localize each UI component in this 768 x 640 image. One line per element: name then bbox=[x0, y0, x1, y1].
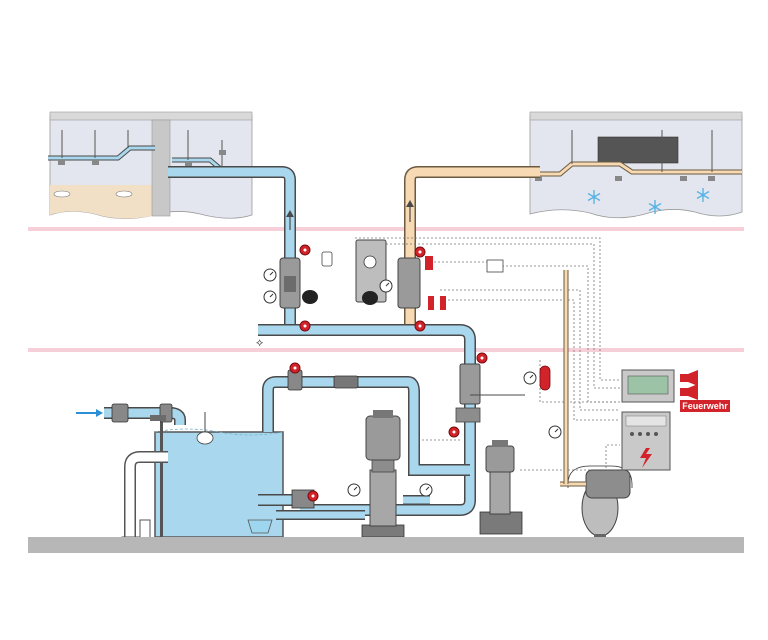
water-storage-tank bbox=[121, 362, 470, 548]
valve-handwheel-icon bbox=[299, 244, 311, 256]
alarm-sounder-icon bbox=[680, 388, 688, 396]
ground-floor bbox=[28, 537, 744, 553]
arrow-right-icon bbox=[96, 409, 103, 417]
alarm-bell-icon bbox=[362, 291, 378, 305]
suction-strainer bbox=[247, 519, 273, 534]
drain-symbol: ⟡ bbox=[256, 337, 263, 349]
arrow-up-icon bbox=[286, 210, 294, 217]
pump-control-cabinet bbox=[621, 411, 671, 471]
valve-handwheel-icon bbox=[476, 352, 488, 364]
wet-room bbox=[48, 111, 253, 219]
valve-handwheel-icon bbox=[414, 320, 426, 332]
valve-handwheel-icon bbox=[289, 362, 301, 374]
jockey-pump bbox=[479, 440, 523, 535]
pressure-gauge-icon bbox=[419, 483, 433, 497]
main-header-pipe bbox=[258, 324, 476, 516]
pressure-gauge-icon bbox=[379, 279, 393, 293]
float-valve bbox=[196, 431, 214, 445]
fire-alarm-panel: Feuerwehr bbox=[621, 369, 730, 412]
valve-handwheel-icon bbox=[307, 490, 319, 502]
lightning-icon bbox=[640, 448, 652, 468]
pressure-gauge-icon bbox=[263, 290, 277, 304]
pressure-vessel bbox=[560, 270, 633, 539]
valve-handwheel-icon bbox=[448, 426, 460, 438]
pressure-gauge-icon bbox=[263, 268, 277, 282]
dry-alarm-valve-station bbox=[355, 239, 504, 332]
fire-brigade-signal bbox=[680, 400, 730, 412]
lower-floor-line bbox=[28, 348, 744, 352]
dry-room bbox=[529, 111, 743, 219]
pressure-switches bbox=[470, 365, 562, 439]
dry-riser bbox=[404, 166, 540, 330]
alarm-sounder-icon bbox=[680, 374, 688, 382]
wet-riser bbox=[168, 166, 296, 330]
water-inlet bbox=[76, 403, 186, 425]
arrow-up-icon bbox=[406, 200, 414, 207]
pressure-gauge-icon bbox=[523, 371, 537, 385]
pressure-gauge-icon bbox=[548, 425, 562, 439]
main-fire-pump bbox=[361, 410, 405, 538]
fire-brigade-label: Feuerwehr bbox=[682, 401, 728, 411]
alarm-bell-icon bbox=[302, 290, 318, 304]
pressure-gauge-icon bbox=[347, 483, 361, 497]
pump-discharge-valves bbox=[448, 352, 488, 438]
valve-handwheel-icon bbox=[414, 246, 426, 258]
upper-floor-line bbox=[28, 227, 744, 231]
valve-handwheel-icon bbox=[299, 320, 311, 332]
wet-alarm-valve-station bbox=[263, 244, 333, 332]
